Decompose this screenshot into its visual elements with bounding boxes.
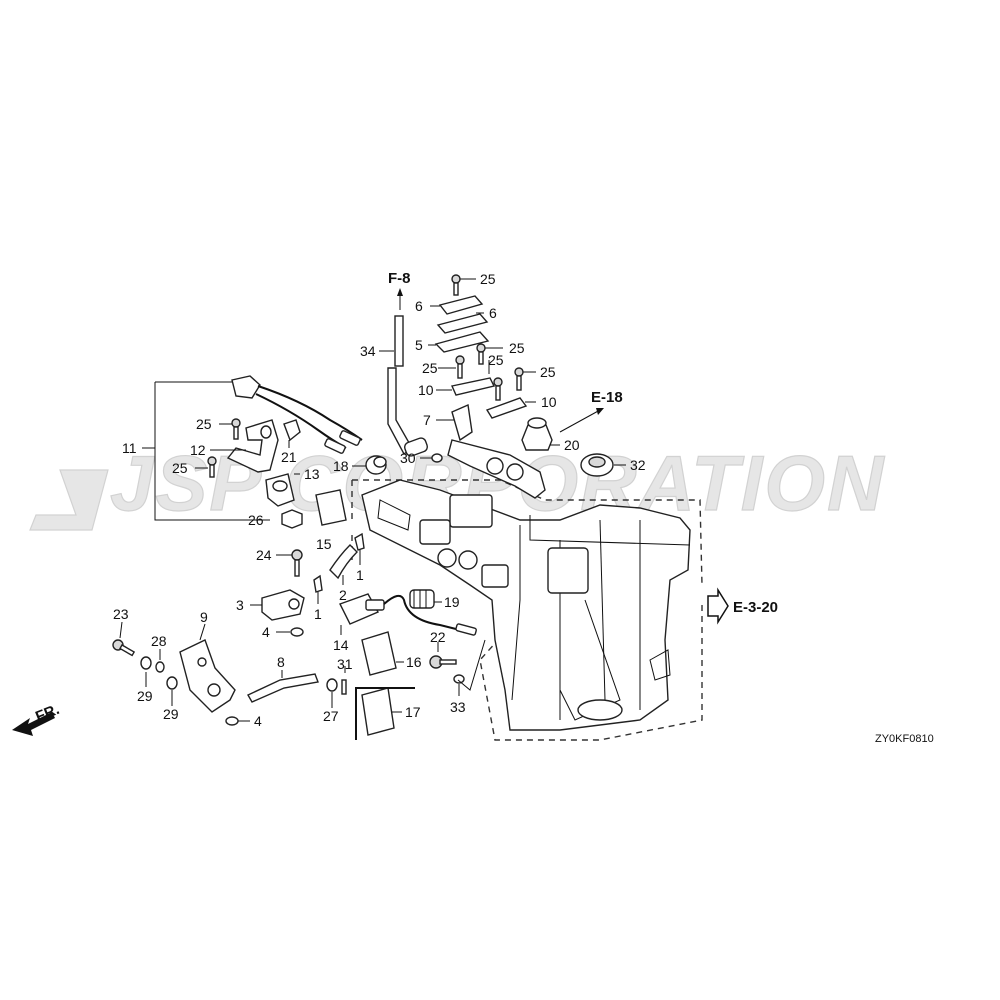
- callout-4: 4: [262, 624, 270, 640]
- cover-16: [361, 631, 397, 676]
- washers-28-29: [140, 656, 178, 690]
- callout-22: 22: [430, 629, 446, 645]
- clip-27: [326, 678, 338, 692]
- callout-25: 25: [196, 416, 212, 432]
- washers-4: [225, 627, 304, 726]
- washer-33: [453, 674, 465, 684]
- front-arrow-icon: [12, 712, 55, 736]
- callout-9: 9: [200, 609, 208, 625]
- callout-24: 24: [256, 547, 272, 563]
- clip-21: [283, 419, 301, 442]
- fuel-pipe-34: [387, 315, 429, 457]
- callout-25: 25: [488, 352, 504, 368]
- bolt-24: [291, 549, 303, 577]
- callout-13: 13: [304, 466, 320, 482]
- hose-2: [329, 544, 358, 580]
- callout-25: 25: [509, 340, 525, 356]
- callout-31: 31: [337, 656, 353, 672]
- switch-14: [339, 593, 477, 636]
- cover-17: [355, 687, 415, 740]
- callout-25: 25: [172, 460, 188, 476]
- callout-33: 33: [450, 699, 466, 715]
- callout-7: 7: [423, 412, 431, 428]
- callout-18: 18: [333, 458, 349, 474]
- callout-10: 10: [541, 394, 557, 410]
- ref-label-e320: E-3-20: [733, 599, 778, 616]
- grommet-32: [580, 453, 614, 477]
- callout-6: 6: [489, 305, 497, 321]
- sensor-3: [261, 589, 305, 621]
- callout-16: 16: [406, 654, 422, 670]
- harness-11: [231, 375, 363, 454]
- callout-25: 25: [540, 364, 556, 380]
- plug-18: [365, 455, 387, 475]
- callout-27: 27: [323, 708, 339, 724]
- connector-19: [409, 589, 435, 609]
- bolt-23: [112, 639, 136, 657]
- callout-11: 11: [122, 440, 137, 456]
- callout-26: 26: [248, 512, 264, 528]
- plates-10: [451, 377, 528, 419]
- callout-28: 28: [151, 633, 167, 649]
- callout-17: 17: [405, 704, 421, 720]
- callout-10: 10: [418, 382, 434, 398]
- callout-5: 5: [415, 337, 423, 353]
- leader-lines: [119, 278, 626, 722]
- callout-6: 6: [415, 298, 423, 314]
- diagram-code: ZY0KF0810: [875, 733, 934, 745]
- callout-3: 3: [236, 597, 244, 613]
- callout-29: 29: [137, 688, 153, 704]
- clips-1: [313, 532, 365, 593]
- o-ring-30: [431, 453, 443, 463]
- callout-32: 32: [630, 457, 646, 473]
- bolts-25: [207, 274, 524, 478]
- grommet-20: [521, 417, 553, 451]
- lower-case-part: [361, 479, 691, 731]
- callout-34: 34: [360, 343, 376, 359]
- hose-8: [247, 673, 319, 703]
- callout-19: 19: [444, 594, 460, 610]
- callout-14: 14: [333, 637, 349, 653]
- plates-6-5: [434, 295, 490, 353]
- callout-8: 8: [277, 654, 285, 670]
- ref-arrow-e320: [707, 587, 729, 625]
- ref-label-f8: F-8: [388, 270, 411, 287]
- pad-15: [315, 489, 347, 526]
- pin-31: [341, 679, 347, 695]
- callout-labels: 25 6 6 5 25 25 25 25 10 10 7 34 20 30 32…: [33, 270, 934, 745]
- ref-arrow-f8: [397, 288, 403, 310]
- callout-1: 1: [314, 606, 322, 622]
- callout-20: 20: [564, 437, 580, 453]
- callout-1: 1: [356, 567, 364, 583]
- shift-rod-7: [447, 403, 546, 499]
- bolt-22: [429, 655, 457, 669]
- callout-30: 30: [400, 450, 416, 466]
- callout-25: 25: [422, 360, 438, 376]
- callout-21: 21: [281, 449, 297, 465]
- bracket-12: [226, 419, 279, 473]
- switch-13: [265, 473, 295, 507]
- nut-26: [281, 509, 303, 529]
- callout-29: 29: [163, 706, 179, 722]
- callout-2: 2: [339, 587, 347, 603]
- callout-23: 23: [113, 606, 129, 622]
- front-label: FR.: [33, 701, 62, 726]
- callout-12: 12: [190, 442, 206, 458]
- callout-25: 25: [480, 271, 496, 287]
- callout-15: 15: [316, 536, 332, 552]
- bracket-9: [179, 639, 236, 713]
- ref-arrow-e18: [559, 408, 604, 433]
- callout-4: 4: [254, 713, 262, 729]
- ref-label-e18: E-18: [591, 389, 623, 406]
